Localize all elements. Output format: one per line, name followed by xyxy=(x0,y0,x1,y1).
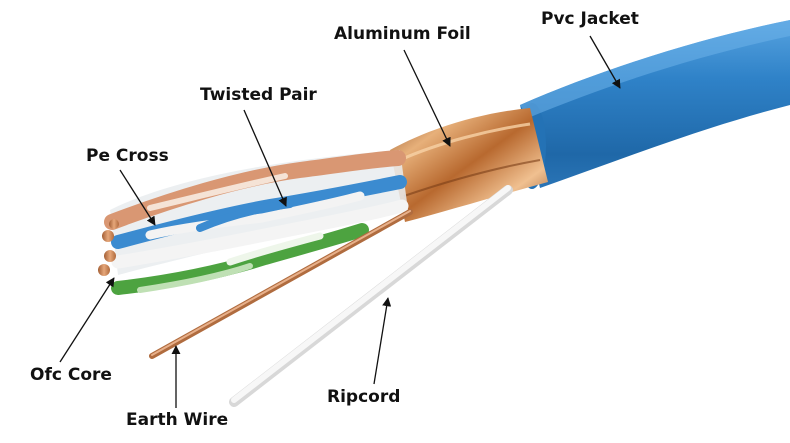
earth-wire-label: Earth Wire xyxy=(126,410,229,430)
twisted-pairs xyxy=(98,150,409,295)
leader-lines xyxy=(59,35,621,408)
aluminum-foil-leader xyxy=(403,49,451,147)
pe-cross-label: Pe Cross xyxy=(86,146,169,166)
ofc-core-leader xyxy=(59,277,115,363)
twisted-pair-leader xyxy=(243,109,287,207)
pe-cross-leader xyxy=(119,169,156,226)
ripcord-leader xyxy=(373,297,392,385)
pvc-jacket xyxy=(518,20,790,189)
pvc-jacket-leader xyxy=(589,35,621,89)
twisted-pair-label: Twisted Pair xyxy=(200,85,317,105)
aluminum-foil-label: Aluminum Foil xyxy=(334,24,471,44)
pvc-jacket-label: Pvc Jacket xyxy=(541,9,639,29)
ofc-core-label: Ofc Core xyxy=(30,365,112,385)
ripcord-label: Ripcord xyxy=(327,387,401,407)
ripcord xyxy=(229,185,513,407)
earth-wire xyxy=(149,209,413,359)
aluminum-foil-shield xyxy=(390,108,548,222)
